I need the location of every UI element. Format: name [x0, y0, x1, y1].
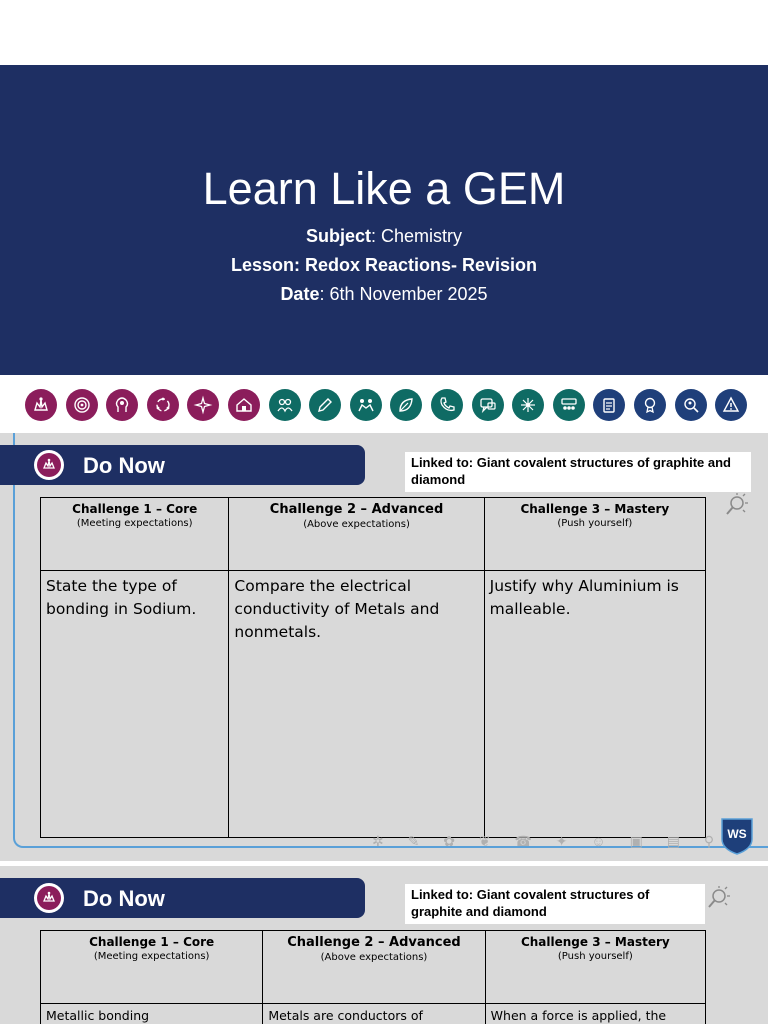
- slide-do-now-1: Do Now Linked to: Giant covalent structu…: [0, 433, 768, 861]
- magnifier-sun-icon: [726, 493, 748, 515]
- do-now-heading: Do Now: [83, 453, 165, 478]
- date-label: Date: [280, 284, 320, 304]
- network-icon: [512, 389, 545, 421]
- group-icon: [552, 389, 585, 421]
- challenge-table: Challenge 1 – Core (Meeting expectations…: [39, 497, 707, 838]
- chat-icon: [471, 389, 504, 421]
- challenge-2-header: Challenge 2 – Advanced (Above expectatio…: [262, 930, 486, 1004]
- do-now-badge: [34, 883, 64, 913]
- medal-icon: [634, 389, 666, 421]
- pencil-icon: [309, 389, 342, 421]
- challenge-1-subtitle: (Meeting expectations): [93, 951, 210, 962]
- do-now-banner: Do Now: [0, 878, 365, 918]
- slide-do-now-2: Do Now Linked to: Giant covalent structu…: [0, 866, 768, 1024]
- challenge-3-subtitle: (Push yourself): [557, 518, 633, 529]
- challenge-2-body: Metals are conductors of: [262, 1003, 486, 1024]
- linked-to-box: Linked to: Giant covalent structures of …: [405, 884, 705, 924]
- challenge-1-body: State the type of bonding in Sodium.: [39, 570, 230, 838]
- date-value: : 6th November 2025: [319, 284, 488, 304]
- challenge-2-body: Compare the electrical conductivity of M…: [228, 570, 485, 838]
- sparkle-icon: [187, 389, 220, 421]
- do-now-banner: Do Now: [0, 445, 365, 485]
- do-now-badge: [34, 450, 64, 480]
- challenge-3-body: Justify why Aluminium is malleable.: [483, 570, 707, 838]
- people-icon: [268, 389, 301, 421]
- challenge-3-subtitle: (Push yourself): [557, 951, 633, 962]
- challenge-3-header: Challenge 3 – Mastery (Push yourself): [484, 930, 707, 1004]
- school-logo-text: WS: [727, 827, 746, 841]
- title-slide: Learn Like a GEM Subject: Chemistry Less…: [0, 65, 768, 375]
- date-line: Date: 6th November 2025: [0, 284, 768, 305]
- leaf-icon: [390, 389, 423, 421]
- challenge-body-row: Metallic bonding Metals are conductors o…: [39, 1003, 707, 1024]
- challenge-1-title: Challenge 1 – Core: [72, 502, 198, 516]
- lesson-line: Lesson: Redox Reactions- Revision: [0, 255, 768, 276]
- challenge-2-title: Challenge 2 – Advanced: [287, 935, 461, 950]
- hands-icon: [37, 886, 61, 910]
- challenge-1-body: Metallic bonding: [39, 1003, 264, 1024]
- faint-icon-row: ✲ ✎ ✿ ❦ ☎ ✦ ☺ ▣ ▤ ⚲: [372, 833, 725, 849]
- challenge-2-header: Challenge 2 – Advanced (Above expectatio…: [228, 497, 485, 571]
- lesson-separator: :: [293, 255, 305, 275]
- challenge-3-title: Challenge 3 – Mastery: [520, 502, 670, 516]
- hands-icon: [37, 453, 61, 477]
- do-now-heading: Do Now: [83, 886, 165, 911]
- challenge-body-row: State the type of bonding in Sodium. Com…: [39, 570, 707, 838]
- challenge-1-header: Challenge 1 – Core (Meeting expectations…: [39, 497, 230, 571]
- challenge-header-row: Challenge 1 – Core (Meeting expectations…: [39, 497, 707, 571]
- magnifier-sun-icon: [708, 886, 730, 908]
- challenge-3-body: When a force is applied, the layers: [484, 1003, 707, 1024]
- lesson-label: Lesson: [230, 255, 294, 275]
- challenge-2-title: Challenge 2 – Advanced: [269, 502, 444, 517]
- subject-line: Subject: Chemistry: [0, 226, 768, 247]
- head-icon: [106, 389, 139, 421]
- target-icon: [65, 389, 98, 421]
- challenge-3-title: Challenge 3 – Mastery: [520, 935, 670, 949]
- challenge-3-body-text: When a force is applied, the: [490, 1008, 667, 1023]
- icon-strip: [0, 376, 768, 433]
- page-title: Learn Like a GEM: [202, 163, 566, 214]
- challenge-2-subtitle: (Above expectations): [320, 952, 428, 963]
- home-icon: [228, 389, 260, 421]
- challenge-1-subtitle: (Meeting expectations): [76, 518, 193, 529]
- slide-frame-line: [13, 433, 768, 848]
- search-person-icon: [674, 389, 707, 421]
- teamwork-icon: [349, 389, 382, 421]
- subject-value: : Chemistry: [371, 226, 463, 246]
- challenge-3-header: Challenge 3 – Mastery (Push yourself): [483, 497, 707, 571]
- challenge-1-header: Challenge 1 – Core (Meeting expectations…: [39, 930, 264, 1004]
- school-logo: WS: [721, 818, 753, 855]
- warning-icon: [715, 389, 748, 421]
- lesson-value: Redox Reactions- Revision: [304, 255, 538, 275]
- clipboard-icon: [593, 389, 626, 421]
- challenge-1-title: Challenge 1 – Core: [89, 935, 215, 949]
- phone-icon: [431, 389, 463, 421]
- hands-icon: [25, 389, 57, 421]
- linked-to-box: Linked to: Giant covalent structures of …: [405, 452, 751, 492]
- challenge-header-row: Challenge 1 – Core (Meeting expectations…: [39, 930, 707, 1004]
- challenge-table: Challenge 1 – Core (Meeting expectations…: [39, 930, 707, 1024]
- cycle-icon: [146, 389, 179, 421]
- subject-label: Subject: [305, 226, 371, 246]
- challenge-2-subtitle: (Above expectations): [303, 519, 410, 530]
